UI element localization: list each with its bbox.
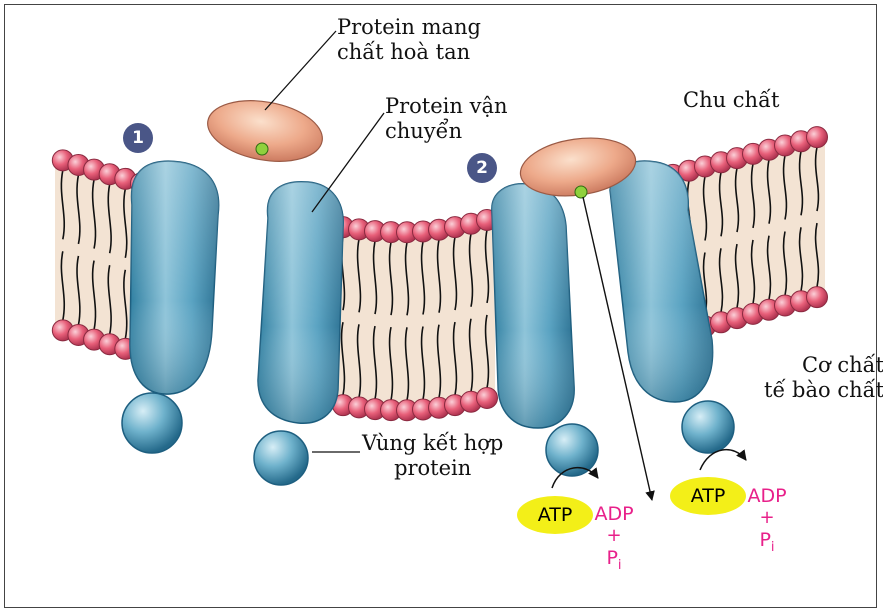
membrane-core-1 bbox=[335, 218, 495, 410]
phospholipid-head bbox=[477, 387, 498, 408]
atp-label-1: ATP bbox=[517, 496, 593, 534]
binding-region-line1: Vùng kết hợp bbox=[362, 431, 503, 456]
binding-knob-2 bbox=[254, 431, 308, 485]
atp-label-2: ATP bbox=[670, 477, 746, 515]
adp-products-2: ADP + Pi bbox=[737, 485, 797, 559]
phosphate-letter-2: P bbox=[759, 529, 770, 551]
transport-protein-label: Protein vận chuyển bbox=[385, 94, 508, 144]
adp-products-1: ADP + Pi bbox=[584, 503, 644, 577]
marker-one: 1 bbox=[123, 123, 153, 153]
phospholipid-head bbox=[807, 287, 828, 308]
binding-region-label: Vùng kết hợp protein bbox=[362, 431, 503, 481]
plus-sign-2: + bbox=[737, 507, 797, 529]
carrier-protein-label: Protein mang chất hoà tan bbox=[337, 15, 481, 65]
phosphate-subscript-1: i bbox=[618, 558, 622, 573]
carrier-protein-line1: Protein mang bbox=[337, 15, 481, 40]
cytoplasm-substrate-label: Cơ chất tế bào chất bbox=[764, 353, 883, 403]
binding-knob-1 bbox=[122, 393, 182, 453]
transport-protein-2-shade bbox=[258, 182, 343, 424]
phosphate-letter-1: P bbox=[606, 547, 617, 569]
transport-protein-3-shade bbox=[492, 184, 574, 428]
adp-text-2: ADP bbox=[747, 485, 786, 507]
leader-transport-protein bbox=[312, 113, 384, 212]
transport-protein-line2: chuyển bbox=[385, 119, 508, 144]
transport-protein-line1: Protein vận bbox=[385, 94, 508, 119]
marker-two: 2 bbox=[467, 153, 497, 183]
cytoplasm-substrate-line2: tế bào chất bbox=[764, 378, 883, 403]
leader-carrier-protein bbox=[265, 31, 336, 110]
phosphate-subscript-2: i bbox=[771, 540, 775, 555]
carrier-protein-line2: chất hoà tan bbox=[337, 40, 481, 65]
substance-label: Chu chất bbox=[683, 88, 779, 113]
binding-region-line2: protein bbox=[362, 456, 503, 481]
soluble-carrier-protein-1 bbox=[203, 92, 327, 169]
phosphate-2: Pi bbox=[759, 529, 774, 551]
plus-sign-1: + bbox=[584, 525, 644, 547]
solute-dot-1 bbox=[256, 143, 268, 155]
solute-dot-2 bbox=[575, 186, 587, 198]
binding-knob-4 bbox=[682, 401, 734, 453]
phosphate-1: Pi bbox=[606, 547, 621, 569]
phospholipid-head bbox=[807, 127, 828, 148]
cytoplasm-substrate-line1: Cơ chất bbox=[764, 353, 883, 378]
transport-protein-1-shade bbox=[130, 161, 219, 394]
adp-text-1: ADP bbox=[594, 503, 633, 525]
